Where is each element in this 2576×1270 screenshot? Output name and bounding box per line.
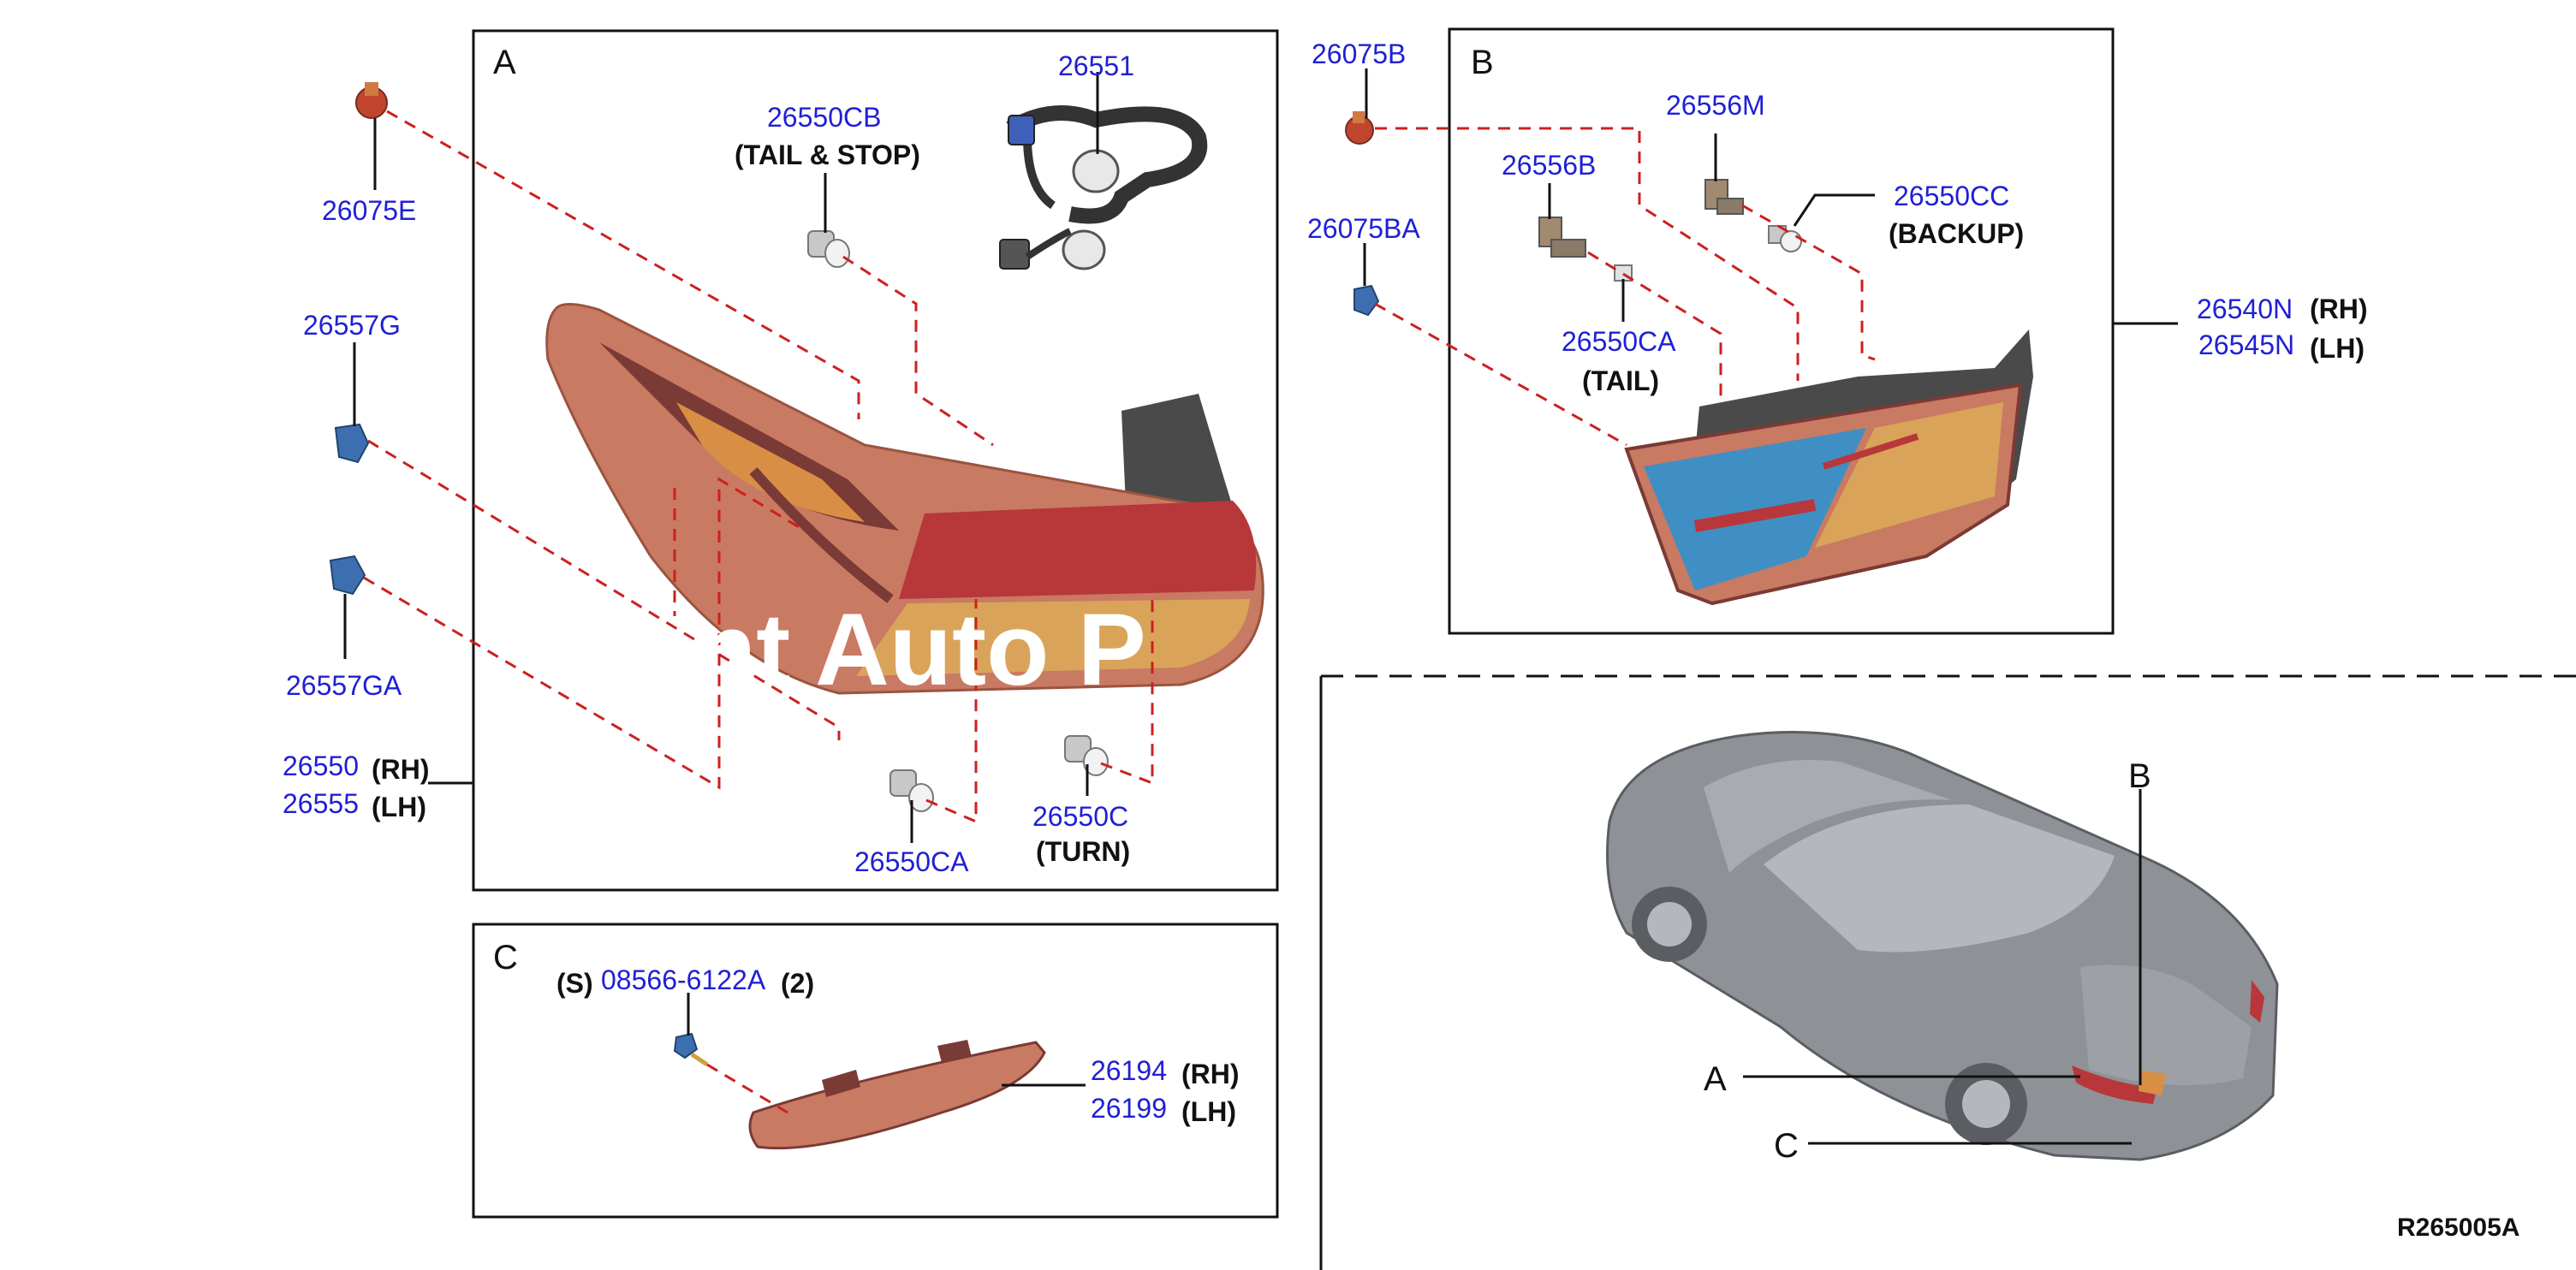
tail-stop-qualifier: (TAIL & STOP)	[735, 139, 920, 170]
part-26551-label: 26551	[1058, 50, 1134, 81]
part-26550cb-label: 26550CB	[767, 102, 881, 133]
rear-combination-lamp-illustration	[545, 303, 1264, 695]
inner-lamp-illustration	[1624, 329, 2033, 606]
vehicle-illustration	[1606, 731, 2279, 1161]
box-c-label: C	[493, 939, 518, 976]
lh-qualifier: (LH)	[372, 792, 426, 822]
part-26540n-label: 26540N	[2197, 294, 2293, 324]
box-b-label: B	[1471, 44, 1494, 81]
part-26557g-label: 26557G	[303, 310, 401, 341]
part-26075ba-label: 26075BA	[1307, 213, 1420, 244]
part-26557ga-label: 26557GA	[286, 670, 402, 701]
locator-callout-a: A	[1704, 1060, 1727, 1098]
backup-qualifier: (BACKUP)	[1889, 218, 2024, 249]
part-08566-6122a-label: 08566-6122A	[601, 964, 766, 995]
bulb-26550cb-icon	[807, 230, 850, 268]
box-a-frame	[472, 29, 1279, 892]
grommet-26557ga-icon	[329, 555, 366, 596]
bulb-26550c-icon	[1064, 735, 1109, 776]
clip-26075e-icon	[355, 82, 388, 119]
watermark: nt Auto P	[693, 592, 1146, 707]
part-26550cc-label: 26550CC	[1894, 181, 2009, 211]
figure-code: R265005A	[2397, 1214, 2519, 1242]
locator-callout-c: C	[1774, 1127, 1799, 1165]
quantity-qualifier: (2)	[781, 968, 814, 999]
rh-qualifier-c: (RH)	[1181, 1059, 1240, 1089]
socket-26556b-icon	[1538, 217, 1586, 258]
part-26556m-label: 26556M	[1666, 90, 1765, 121]
part-26550ca-b-label: 26550CA	[1562, 326, 1676, 357]
box-a-label: A	[493, 44, 516, 81]
side-reflector-illustration	[748, 1040, 1046, 1150]
part-26545n-label: 26545N	[2198, 329, 2294, 360]
part-26550c-label: 26550C	[1032, 801, 1128, 832]
socket-26556m-icon	[1704, 179, 1744, 215]
part-26550ca-label: 26550CA	[854, 846, 969, 877]
part-26194-label: 26194	[1091, 1055, 1167, 1086]
rh-qualifier-b: (RH)	[2310, 294, 2368, 324]
grommet-26075ba-icon	[1353, 284, 1380, 317]
tail-qualifier: (TAIL)	[1582, 365, 1659, 396]
screw-08566-6122a-icon	[673, 1032, 709, 1067]
part-26555-label: 26555	[283, 788, 359, 819]
locator-callout-b: B	[2128, 757, 2151, 795]
rh-qualifier: (RH)	[372, 754, 430, 785]
lh-qualifier-b: (LH)	[2310, 333, 2365, 364]
screw-spec-prefix: (S)	[556, 968, 593, 999]
bulb-26550ca-icon	[889, 769, 934, 812]
box-b-frame	[1448, 27, 2115, 635]
part-26550-label: 26550	[283, 751, 359, 781]
grommet-26557g-icon	[334, 423, 370, 464]
part-26199-label: 26199	[1091, 1093, 1167, 1124]
turn-qualifier: (TURN)	[1036, 836, 1130, 867]
part-26075b-label: 26075B	[1312, 39, 1406, 69]
harness-26551-icon	[999, 105, 1208, 270]
box-c-frame	[472, 923, 1279, 1219]
part-26556b-label: 26556B	[1502, 150, 1596, 181]
part-26075e-label: 26075E	[322, 195, 416, 226]
lh-qualifier-c: (LH)	[1181, 1096, 1236, 1127]
clip-26075b-icon	[1345, 111, 1374, 145]
